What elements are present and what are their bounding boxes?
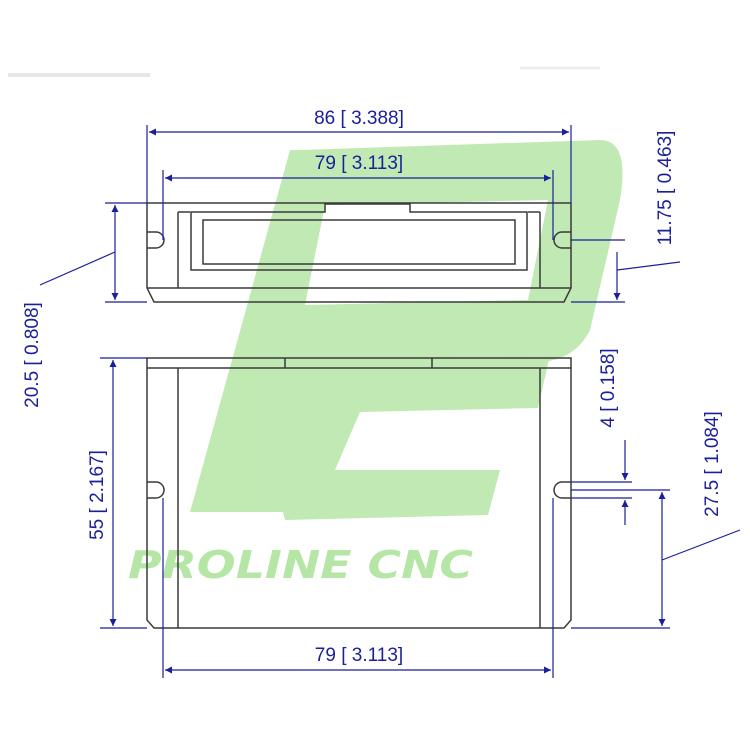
front-view (146, 357, 572, 629)
top-overall-width-label: 86 [ 3.388] (314, 108, 404, 129)
front-height-label: 55 [ 2.167] (87, 450, 108, 540)
top-hole-offset-label: 11.75 [ 0.463] (655, 131, 676, 246)
front-slot-offset-label: 27.5 [ 1.084] (702, 411, 723, 517)
watermark-logo-text: PROLINE CNC (128, 543, 473, 587)
top-height-label: 20.5 [ 0.808] (22, 302, 43, 408)
front-slot-width-label: 4 [ 0.158] (598, 348, 619, 427)
dimension-lines (39, 125, 741, 678)
bottom-hole-spacing-label: 79 [ 3.113] (315, 645, 403, 666)
header-rule (8, 66, 600, 77)
top-hole-spacing-label: 79 [ 3.113] (315, 153, 403, 174)
pc-logo-icon (190, 140, 623, 520)
